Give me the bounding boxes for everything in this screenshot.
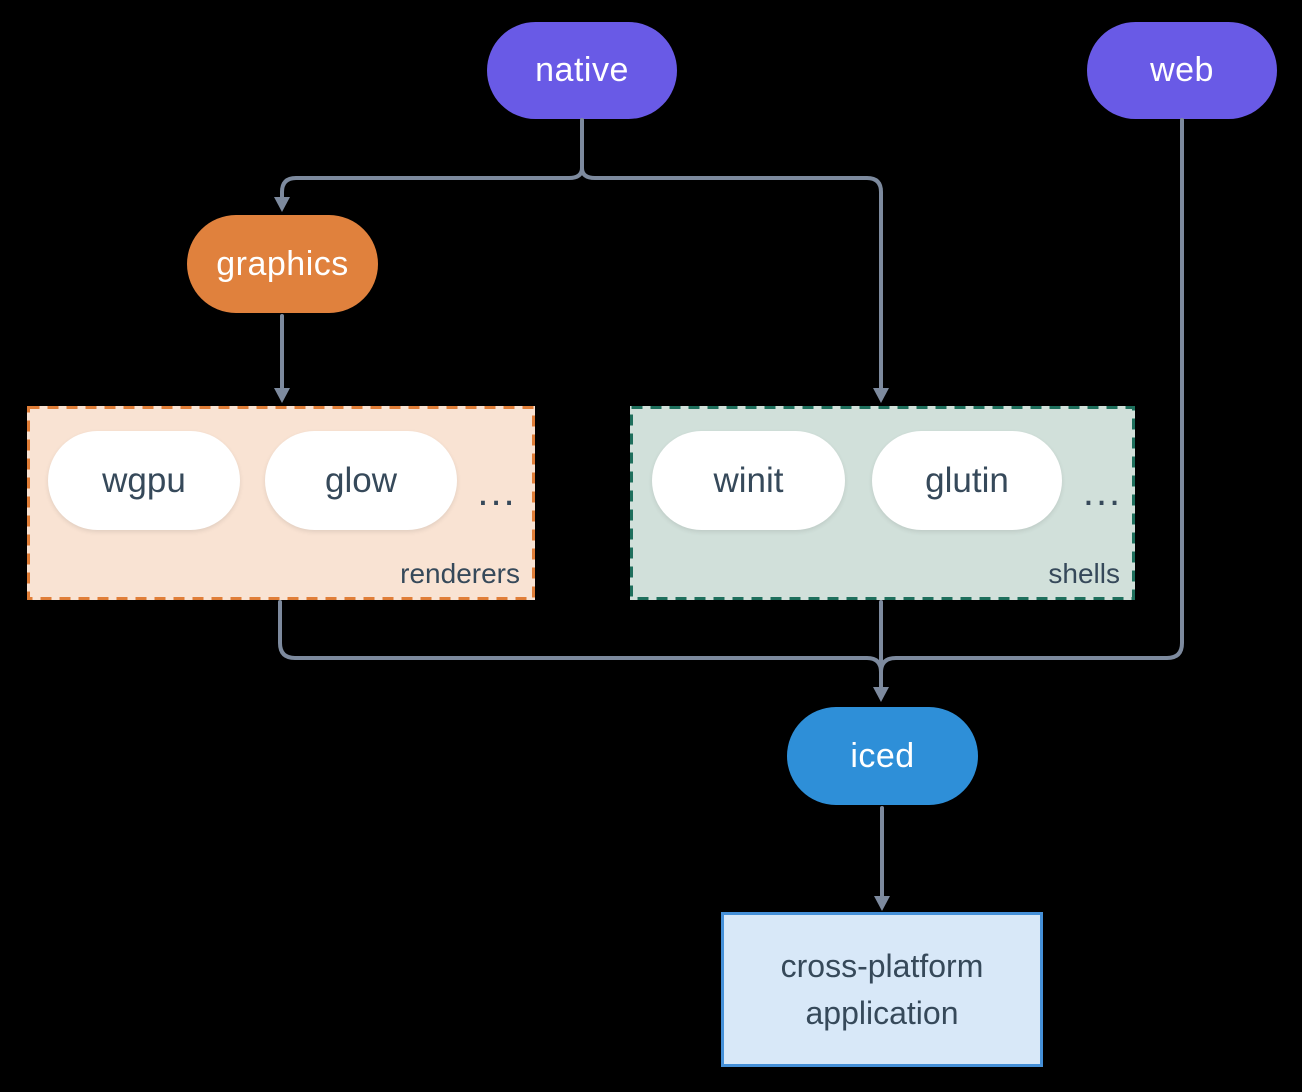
node-winit: winit — [652, 431, 845, 530]
edge-native-graphics — [280, 166, 584, 200]
node-glutin: glutin — [872, 431, 1062, 530]
edge-native-shells — [580, 166, 883, 391]
arrowhead-graphics — [274, 197, 290, 212]
node-glutin-label: glutin — [925, 460, 1009, 500]
edge-renderers-iced — [278, 600, 883, 674]
arrowhead-renderers — [274, 388, 290, 403]
node-web: web — [1087, 22, 1277, 119]
app-label-line1: cross-platform — [780, 947, 984, 984]
node-glow: glow — [265, 431, 457, 530]
node-web-label: web — [1150, 51, 1214, 89]
node-cross-platform-application: cross-platform application — [721, 912, 1043, 1067]
group-renderers: wgpu glow ... renderers — [27, 406, 535, 600]
node-iced: iced — [787, 707, 978, 805]
node-wgpu-label: wgpu — [102, 460, 186, 500]
renderers-ellipsis: ... — [477, 470, 517, 514]
node-native-label: native — [535, 51, 629, 89]
app-label-line2: application — [805, 994, 959, 1031]
node-graphics-label: graphics — [216, 244, 349, 283]
arrowhead-iced — [873, 687, 889, 702]
shells-group-label: shells — [1048, 558, 1120, 589]
node-wgpu: wgpu — [48, 431, 240, 530]
shells-ellipsis: ... — [1082, 470, 1123, 514]
node-native: native — [487, 22, 677, 119]
renderers-group-label: renderers — [400, 558, 520, 589]
node-winit-label: winit — [713, 460, 784, 500]
node-glow-label: glow — [325, 460, 397, 500]
arrowhead-application — [874, 896, 890, 911]
node-iced-label: iced — [850, 736, 915, 775]
arrowhead-shells — [873, 388, 889, 403]
node-graphics: graphics — [187, 215, 378, 313]
group-shells: winit glutin ... shells — [630, 406, 1135, 600]
